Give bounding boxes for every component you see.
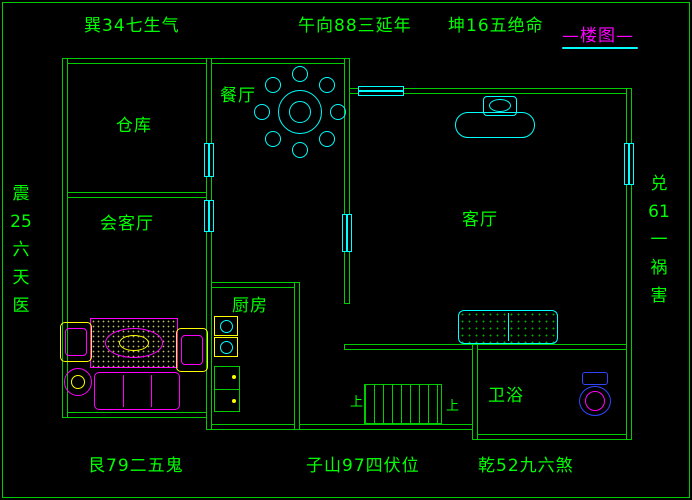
dining-chair xyxy=(265,131,281,147)
wall-segment xyxy=(206,58,212,430)
sofa-living xyxy=(458,310,558,344)
dining-chair xyxy=(319,131,335,147)
armchair-cushion xyxy=(181,335,203,365)
wall-segment xyxy=(472,344,478,440)
compass-left-char: 六 xyxy=(12,240,30,260)
window xyxy=(204,200,214,232)
room-label-dining: 餐厅 xyxy=(220,86,256,106)
compass-bottom-right: 乾52九六煞 xyxy=(478,456,574,476)
wall-segment xyxy=(626,88,632,440)
window xyxy=(204,143,214,177)
rug-medallion-inner xyxy=(119,335,149,351)
cabinet-divider xyxy=(215,389,239,390)
compass-left-char: 25 xyxy=(10,212,32,232)
wall-segment xyxy=(344,58,350,304)
wall-segment xyxy=(472,434,632,440)
console-table xyxy=(455,112,535,138)
wall-segment xyxy=(344,344,632,350)
room-label-reception: 会客厅 xyxy=(100,214,154,234)
compass-top-center: 午向88三延年 xyxy=(298,16,412,36)
table-lamp xyxy=(483,96,517,116)
sofa-divider xyxy=(151,375,152,407)
compass-right-char: 一 xyxy=(650,230,668,250)
compass-bottom-center: 子山97四伏位 xyxy=(306,456,420,476)
window xyxy=(624,143,634,185)
cabinet-handle xyxy=(232,375,236,379)
staircase xyxy=(364,384,442,424)
stairs-up-label-left: 上 xyxy=(350,395,364,410)
sofa-divider xyxy=(508,313,509,341)
wall-segment xyxy=(62,58,68,418)
cabinet-handle xyxy=(232,399,236,403)
wall-segment xyxy=(62,412,212,418)
sofa-divider xyxy=(123,375,124,407)
stove-burner xyxy=(214,337,238,357)
stove-burner xyxy=(214,316,238,336)
dining-chair xyxy=(292,142,308,158)
toilet-tank xyxy=(582,372,608,385)
dining-table xyxy=(278,90,322,134)
wall-segment xyxy=(206,424,478,430)
table-lamp-top xyxy=(489,99,511,112)
burner-ring xyxy=(220,341,233,354)
wall-segment xyxy=(62,192,212,198)
rug xyxy=(90,318,178,368)
stove xyxy=(214,316,238,358)
compass-top-left: 巽34七生气 xyxy=(84,16,180,36)
window xyxy=(358,86,404,96)
room-label-kitchen: 厨房 xyxy=(232,296,268,316)
armchair-left xyxy=(60,322,92,362)
dining-chair xyxy=(254,104,270,120)
dining-chair xyxy=(292,66,308,82)
rug-medallion xyxy=(105,328,163,358)
compass-right-char: 害 xyxy=(650,286,668,306)
dining-chair xyxy=(330,104,346,120)
compass-right-char: 61 xyxy=(648,202,670,222)
compass-left-char: 震 xyxy=(12,184,30,204)
dining-chair xyxy=(265,77,281,93)
room-label-storage: 仓库 xyxy=(116,116,152,136)
side-table xyxy=(64,368,92,396)
sofa-reception xyxy=(94,372,180,410)
compass-right-char: 祸 xyxy=(650,258,668,278)
room-label-living: 客厅 xyxy=(462,210,498,230)
wall-segment xyxy=(206,282,300,288)
toilet-seat xyxy=(585,391,605,411)
compass-left-char: 医 xyxy=(12,296,30,316)
room-label-bath: 卫浴 xyxy=(488,386,524,406)
window xyxy=(342,214,352,252)
compass-left-char: 天 xyxy=(12,268,30,288)
compass-right-char: 兑 xyxy=(650,174,668,194)
armchair-right xyxy=(176,328,208,372)
burner-ring xyxy=(220,320,233,333)
side-table-inner xyxy=(71,375,85,389)
toilet xyxy=(578,372,614,420)
stairs-up-label-right: 上 xyxy=(446,399,460,414)
compass-right-column: 兑 61 一 祸 害 xyxy=(644,176,674,305)
compass-bottom-left: 艮79二五鬼 xyxy=(88,456,184,476)
drawing-title: —楼图— xyxy=(562,26,634,46)
wall-segment xyxy=(294,282,300,430)
dining-table-center xyxy=(289,101,311,123)
armchair-cushion xyxy=(65,328,87,356)
dining-chair xyxy=(319,77,335,93)
title-underline xyxy=(562,47,638,49)
kitchen-cabinet xyxy=(214,366,240,412)
compass-left-column: 震 25 六 天 医 xyxy=(6,186,36,315)
compass-top-right: 坤16五绝命 xyxy=(448,16,544,36)
toilet-bowl xyxy=(579,386,611,416)
